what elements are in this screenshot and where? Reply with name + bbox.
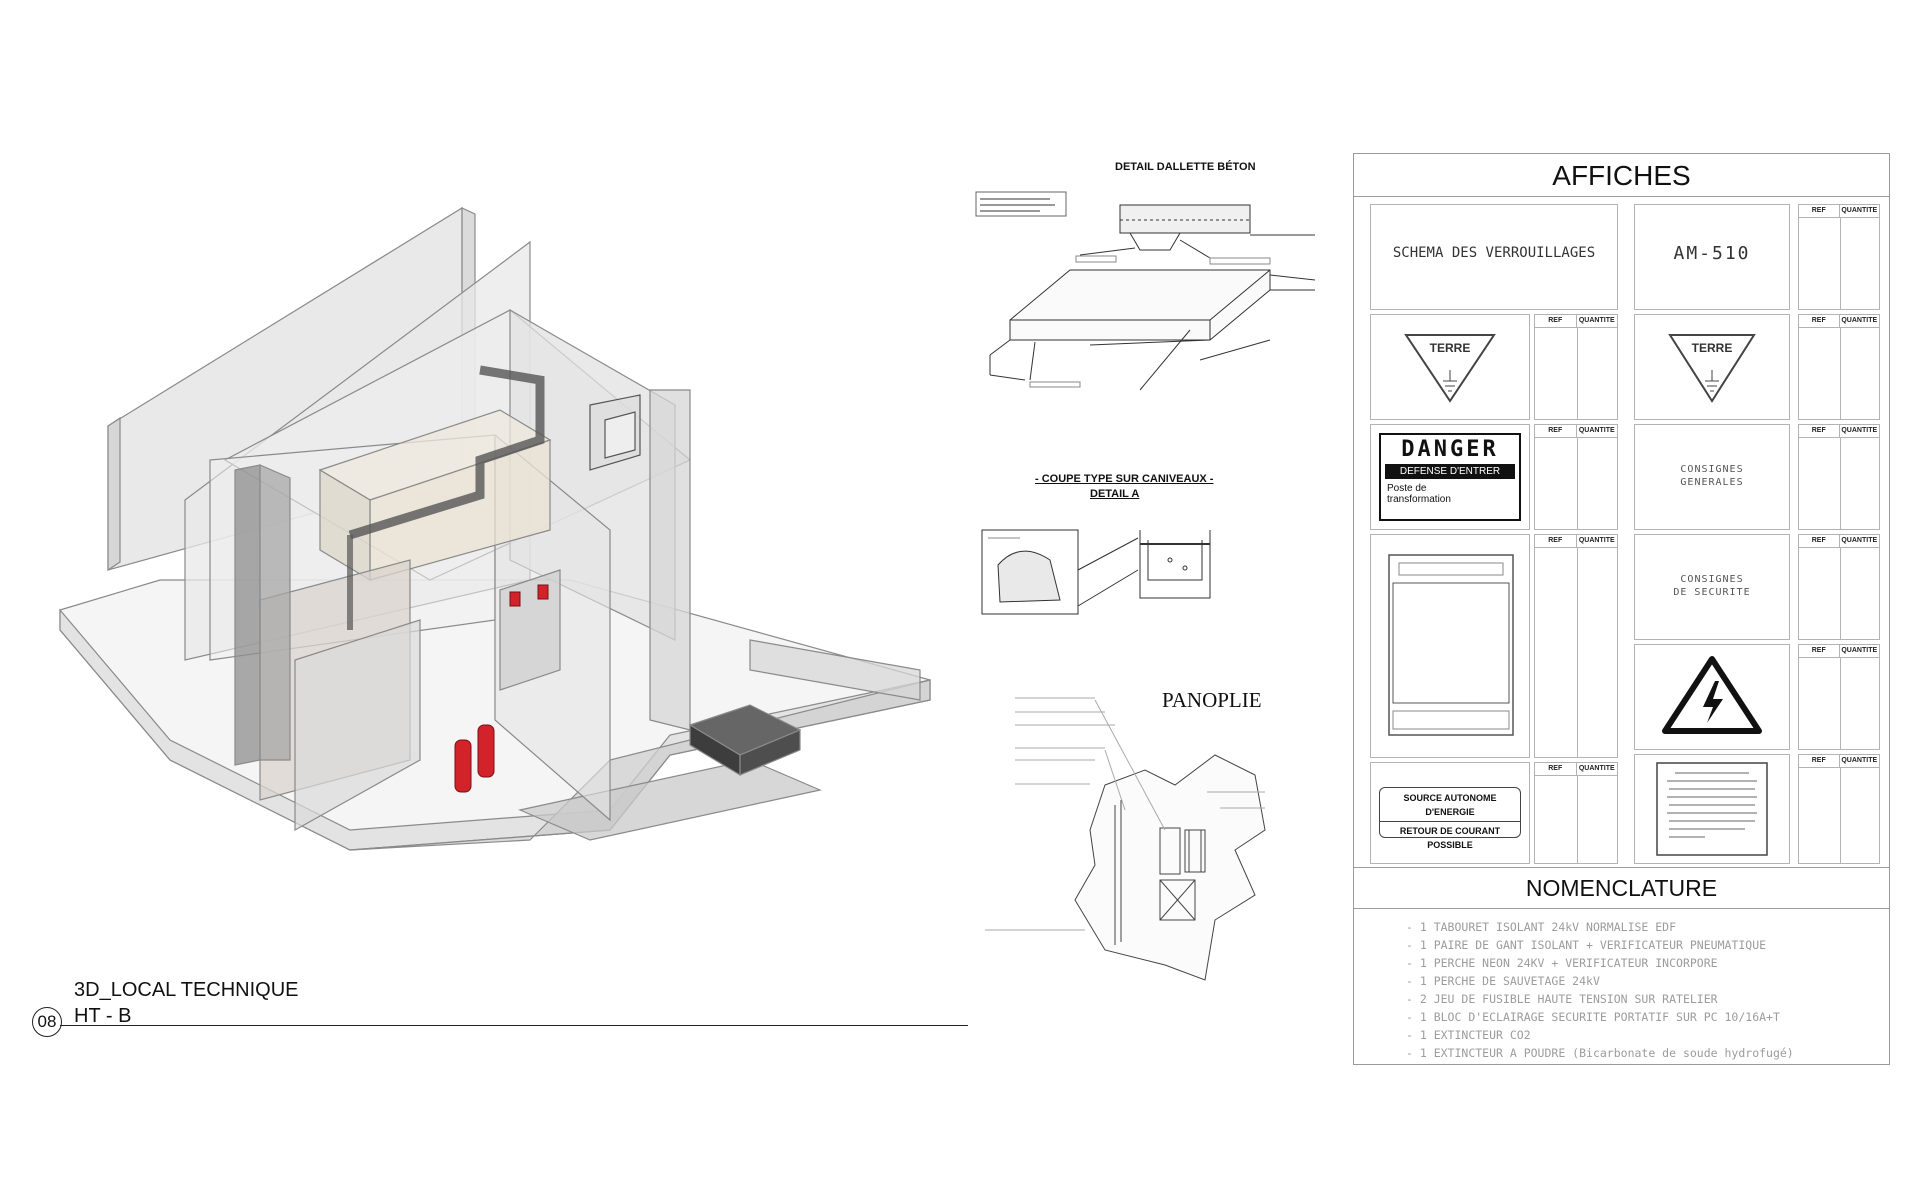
qty-header: QUANTITE bbox=[1841, 427, 1878, 434]
trench-section-drawing bbox=[981, 529, 1211, 615]
nomenclature-item: 1 PAIRE DE GANT ISOLANT + VERIFICATEUR P… bbox=[1406, 936, 1794, 954]
nomenclature-item: 1 EXTINCTEUR A POUDRE (Bicarbonate de so… bbox=[1406, 1044, 1794, 1062]
ref-header: REF bbox=[1535, 425, 1577, 437]
qty-header: QUANTITE bbox=[1841, 647, 1878, 654]
ref-header: REF bbox=[1799, 205, 1840, 217]
ref-header: REF bbox=[1799, 315, 1840, 327]
danger-band: DEFENSE D'ENTRER bbox=[1385, 464, 1515, 479]
sign-notice bbox=[1634, 754, 1790, 864]
trench-section-title: - COUPE TYPE SUR CANIVEAUX - bbox=[1035, 473, 1214, 485]
qty-header: QUANTITE bbox=[1841, 207, 1878, 214]
ref-header: REF bbox=[1799, 535, 1840, 547]
qty-header: QUANTITE bbox=[1578, 317, 1615, 324]
nomenclature-item: 1 EXTINCTEUR CO2 bbox=[1406, 1026, 1794, 1044]
sign-terre-2: TERRE bbox=[1634, 314, 1790, 420]
ref-header: REF bbox=[1535, 763, 1577, 775]
ref-header: REF bbox=[1799, 425, 1840, 437]
qty-header: QUANTITE bbox=[1578, 427, 1615, 434]
fire-extinguishers bbox=[454, 584, 549, 793]
qty-header: QUANTITE bbox=[1841, 537, 1878, 544]
danger-heading: DANGER bbox=[1401, 437, 1499, 462]
nomenclature-list: 1 TABOURET ISOLANT 24kV NORMALISE EDF 1 … bbox=[1406, 918, 1794, 1062]
view-underline bbox=[60, 1025, 968, 1026]
sign-consignes-securite: CONSIGNES DE SECURITE bbox=[1634, 534, 1790, 640]
consignes-gen-text: CONSIGNES GENERALES bbox=[1680, 464, 1744, 488]
view-title: 3D_LOCAL TECHNIQUE bbox=[74, 979, 299, 1001]
ref-header: REF bbox=[1799, 645, 1840, 657]
qty-header: QUANTITE bbox=[1841, 317, 1878, 324]
nomenclature-item: 2 JEU DE FUSIBLE HAUTE TENSION SUR RATEL… bbox=[1406, 990, 1794, 1008]
isometric-3d-view bbox=[59, 206, 931, 851]
sign-am510: AM-510 bbox=[1634, 204, 1790, 310]
sign-schema-text: SCHEMA DES VERROUILLAGES bbox=[1392, 245, 1596, 261]
source-line1: SOURCE AUTONOME D'ENERGIE bbox=[1403, 793, 1497, 817]
ref-header: REF bbox=[1799, 755, 1840, 767]
terre-label-1: TERRE bbox=[1430, 341, 1471, 355]
nomenclature-item: 1 PERCHE DE SAUVETAGE 24kV bbox=[1406, 972, 1794, 990]
panoplie-drawing bbox=[985, 697, 1266, 981]
sign-am510-text: AM-510 bbox=[1673, 243, 1751, 264]
panoplie-title: PANOPLIE bbox=[1162, 688, 1262, 712]
form-sheet-graphic bbox=[1388, 554, 1514, 736]
ref-header: REF bbox=[1535, 315, 1577, 327]
distribution-panel bbox=[499, 569, 561, 691]
earth-triangle-icon: TERRE bbox=[1404, 334, 1496, 403]
ref-header: REF bbox=[1535, 535, 1577, 547]
source-line2: RETOUR DE COURANT POSSIBLE bbox=[1399, 826, 1501, 850]
affiches-title: AFFICHES bbox=[1354, 154, 1889, 197]
high-voltage-icon bbox=[1662, 656, 1762, 734]
qty-header: QUANTITE bbox=[1841, 757, 1878, 764]
sign-schema-verrouillages: SCHEMA DES VERROUILLAGES bbox=[1370, 204, 1618, 310]
nomenclature-item: 1 TABOURET ISOLANT 24kV NORMALISE EDF bbox=[1406, 918, 1794, 936]
view-number: 08 bbox=[32, 1007, 62, 1037]
notice-text-graphic bbox=[1656, 762, 1768, 856]
nomenclature-title: NOMENCLATURE bbox=[1354, 867, 1889, 909]
nomenclature-item: 1 PERCHE NEON 24KV + VERIFICATEUR INCORP… bbox=[1406, 954, 1794, 972]
sign-electrical-hazard bbox=[1634, 644, 1790, 750]
sign-consignes-generales: CONSIGNES GENERALES bbox=[1634, 424, 1790, 530]
danger-sub: Poste de transformation bbox=[1387, 483, 1451, 505]
sign-terre-1: TERRE bbox=[1370, 314, 1530, 420]
cable-tray bbox=[348, 365, 545, 540]
sign-danger: DANGER DEFENSE D'ENTRER Poste de transfo… bbox=[1370, 424, 1530, 530]
earth-triangle-icon: TERRE bbox=[1668, 334, 1756, 403]
view-subtitle: HT - B bbox=[74, 1005, 132, 1027]
consignes-sec-text: CONSIGNES DE SECURITE bbox=[1673, 574, 1751, 598]
terre-label-2: TERRE bbox=[1692, 341, 1733, 355]
affiches-panel: AFFICHES SCHEMA DES VERROUILLAGES AM-510… bbox=[1353, 153, 1890, 1065]
lv-cabinet bbox=[234, 464, 261, 766]
nomenclature-item: 1 BLOC D'ECLAIRAGE SECURITE PORTATIF SUR… bbox=[1406, 1008, 1794, 1026]
door-panel bbox=[294, 619, 421, 832]
trench-section-subtitle: DETAIL A bbox=[1090, 488, 1140, 500]
view-label: 08 3D_LOCAL TECHNIQUE HT - B bbox=[30, 975, 970, 1037]
sign-form-panel bbox=[1370, 534, 1530, 758]
detail-slab-title: DETAIL DALLETTE BÉTON bbox=[1115, 161, 1256, 173]
qty-header: QUANTITE bbox=[1578, 537, 1615, 544]
slab-section-drawing bbox=[975, 191, 1316, 391]
sign-source-autonome: SOURCE AUTONOME D'ENERGIE RETOUR DE COUR… bbox=[1370, 762, 1530, 864]
qty-header: QUANTITE bbox=[1578, 765, 1615, 772]
